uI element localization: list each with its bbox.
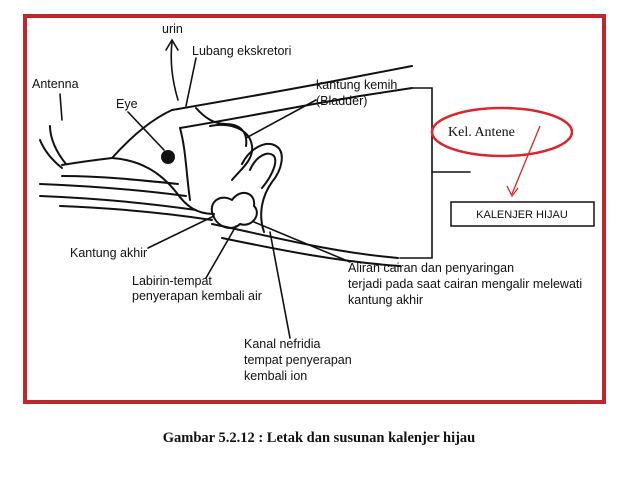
label-kanal-2: tempat penyerapan xyxy=(244,353,352,367)
label-labirin-1: Labirin-tempat xyxy=(132,274,212,288)
label-aliran-2: terjadi pada saat cairan mengalir melewa… xyxy=(348,277,582,291)
pointer-eye xyxy=(127,111,165,151)
highlight-arrowhead xyxy=(506,185,519,198)
kalenjer-hijau-box xyxy=(450,201,595,227)
bladder-duct xyxy=(195,107,248,147)
pointer-urin xyxy=(170,41,179,101)
antenna-flagella-2 xyxy=(39,183,187,197)
label-aliran-3: kantung akhir xyxy=(348,293,423,307)
kalenjer-hijau-label: KALENJER HIJAU xyxy=(476,209,568,221)
pointer-kantung-akhir xyxy=(147,215,215,249)
pointer-kanal xyxy=(269,231,291,339)
bladder-sac xyxy=(209,124,254,181)
lower-body-line-2 xyxy=(221,237,401,267)
figure-caption: Gambar 5.2.12 : Letak dan susunan kalenj… xyxy=(162,430,476,446)
arrowhead-urin xyxy=(165,38,179,51)
bracket xyxy=(399,87,433,259)
antenna-base xyxy=(61,157,113,166)
highlight-ellipse xyxy=(430,106,574,158)
label-kantung-akhir: Kantung akhir xyxy=(70,246,147,260)
carapace-line xyxy=(171,65,413,111)
pointer-antenna xyxy=(59,93,63,121)
antennule-2 xyxy=(49,125,67,165)
label-bladder: (Bladder) xyxy=(316,94,367,108)
head-outline xyxy=(111,109,215,215)
antenna-flagella-4 xyxy=(59,205,213,221)
pointer-aliran xyxy=(253,221,351,263)
head-outline-inner xyxy=(179,127,191,201)
label-eye: Eye xyxy=(116,97,138,111)
nephridial-canal-loop-inner xyxy=(249,152,277,189)
label-labirin-2: penyerapan kembali air xyxy=(132,289,262,303)
label-kel-antene: Kel. Antene xyxy=(448,125,515,140)
carapace-line-lower xyxy=(179,87,413,129)
label-urin: urin xyxy=(162,22,183,36)
end-sac xyxy=(210,191,258,229)
antenna-flagella-1 xyxy=(61,175,179,185)
pointer-labirin xyxy=(205,225,237,279)
label-lubang-ekskretori: Lubang ekskretori xyxy=(192,44,291,58)
label-kanal-1: Kanal nefridia xyxy=(244,337,320,351)
antenna-flagella-3 xyxy=(39,195,197,211)
label-kantung-kemih: kantung kemih xyxy=(316,78,397,92)
pointer-bladder xyxy=(245,99,317,139)
label-antenna: Antenna xyxy=(32,77,79,91)
nephridial-canal-loop xyxy=(241,143,283,233)
label-kanal-3: kembali ion xyxy=(244,369,307,383)
highlight-arrow-line xyxy=(511,125,541,195)
antennule-1 xyxy=(39,139,63,169)
pointer-lubang xyxy=(185,57,197,107)
eye-dot xyxy=(161,150,175,164)
label-aliran-1: Aliran cairan dan penyaringan xyxy=(348,261,514,275)
